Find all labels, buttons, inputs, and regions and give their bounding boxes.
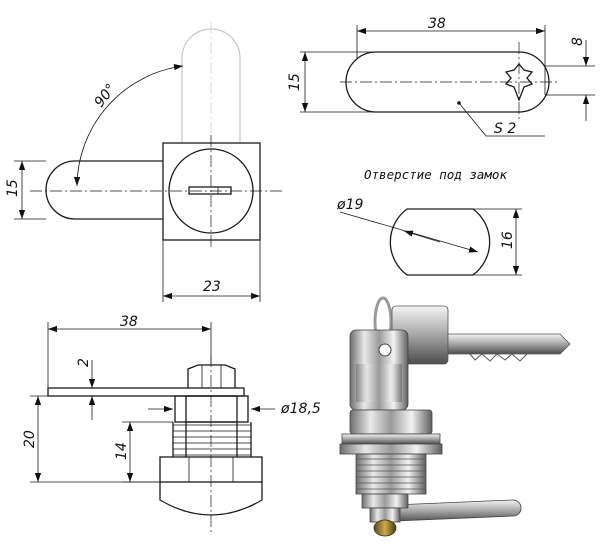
dim-top-thickness: 8 <box>570 37 586 46</box>
cam-lock-with-keys-photo <box>339 296 571 537</box>
dim-thread-diameter: ø18,5 <box>280 401 321 417</box>
thread <box>173 424 251 456</box>
dim-body-width: 23 <box>203 279 221 295</box>
rotation-arc <box>73 64 184 187</box>
dim-thread-length: 14 <box>114 442 130 460</box>
keyway-slot <box>188 186 232 195</box>
dim-top-width: 15 <box>287 73 303 91</box>
dim-hole-diameter: ø19 <box>336 197 363 213</box>
material-thickness-label: S 2 <box>494 121 516 137</box>
hole-caption: Отверстие под замок <box>364 167 507 182</box>
dim-side-thickness: 2 <box>76 358 92 367</box>
angle-label: 90° <box>92 81 120 110</box>
mounting-hole-view: ø19 16 <box>336 197 522 276</box>
side-view: 38 20 2 14 ø18,5 <box>22 314 321 535</box>
dim-side-length: 38 <box>120 314 138 330</box>
dim-side-height: 20 <box>22 430 38 448</box>
lock-body-square <box>162 142 261 241</box>
dim-top-length: 38 <box>428 16 446 32</box>
dim-hole-flat: 16 <box>500 231 516 249</box>
front-view: 90° 15 23 <box>5 22 282 302</box>
dim-left-width: 15 <box>5 179 21 197</box>
star-hole-icon <box>504 62 534 102</box>
cam-plate-view: 38 8 15 S 2 <box>287 16 595 137</box>
top-nut <box>187 364 236 388</box>
lock-head <box>159 482 263 516</box>
cam-closed-outline <box>45 160 163 220</box>
cam-plate-side <box>47 387 245 397</box>
